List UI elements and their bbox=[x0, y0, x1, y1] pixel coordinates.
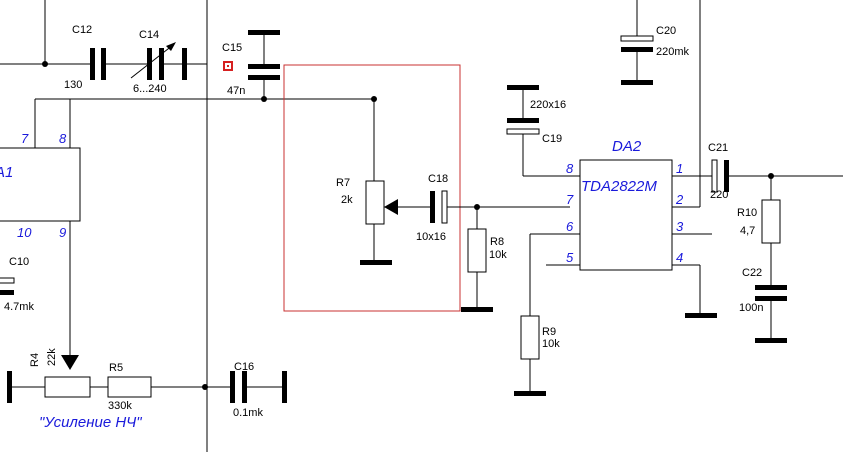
da1-pin-7: 7 bbox=[21, 131, 29, 146]
da2-pin-6: 6 bbox=[566, 219, 574, 234]
r7-value: 2k bbox=[341, 194, 353, 206]
da1-pin-10: 10 bbox=[17, 225, 32, 240]
c15-value: 47n bbox=[227, 85, 245, 97]
c12-ref: C12 bbox=[72, 24, 92, 36]
c18-ref: C18 bbox=[428, 173, 448, 185]
c10-ref: C10 bbox=[9, 256, 29, 268]
capacitor-c14: C14 6...240 bbox=[130, 29, 187, 95]
da2-pin-8: 8 bbox=[566, 161, 574, 176]
da1-pin-9: 9 bbox=[59, 225, 66, 240]
c22-ref: C22 bbox=[742, 267, 762, 279]
resistor-r8: R8 10k bbox=[461, 207, 507, 312]
c18-value: 10x16 bbox=[416, 231, 446, 243]
capacitor-c21: C21 220 bbox=[708, 142, 843, 201]
c19-value: 220x16 bbox=[530, 99, 566, 111]
capacitor-c10: C10 4.7mk bbox=[0, 256, 34, 313]
left-frame-wires bbox=[0, 0, 374, 452]
capacitor-c12: C12 130 bbox=[64, 24, 106, 91]
capacitor-c18: C18 10x16 bbox=[416, 173, 570, 243]
r4-ref: R4 bbox=[29, 353, 41, 367]
c12-value: 130 bbox=[64, 79, 82, 91]
right-wires bbox=[672, 0, 717, 318]
da1-name: A1 bbox=[0, 164, 13, 181]
capacitor-c22: C22 100n bbox=[739, 267, 787, 343]
caption: "Усиление НЧ" bbox=[39, 414, 142, 431]
da2-part: TDA2822M bbox=[581, 178, 657, 195]
da2-pin-4: 4 bbox=[676, 250, 683, 265]
highlight-box bbox=[283, 64, 461, 312]
c21-value: 220 bbox=[710, 189, 728, 201]
r8-ref: R8 bbox=[490, 236, 504, 248]
da2-pin-2: 2 bbox=[675, 192, 684, 207]
resistor-r4: R4 22k bbox=[7, 348, 91, 403]
r10-ref: R10 bbox=[737, 207, 757, 219]
c16-ref: C16 bbox=[234, 361, 254, 373]
r7-ref: R7 bbox=[336, 177, 350, 189]
chip-da1: A1 7 8 10 9 bbox=[0, 96, 377, 370]
r9-value: 10k bbox=[542, 338, 560, 350]
r9-ref: R9 bbox=[542, 326, 556, 338]
c22-value: 100n bbox=[739, 302, 763, 314]
r8-value: 10k bbox=[489, 249, 507, 261]
c20-value: 220mk bbox=[656, 46, 690, 58]
da2-name: DA2 bbox=[612, 138, 642, 155]
da2-pin-7: 7 bbox=[566, 192, 574, 207]
r4-value: 22k bbox=[46, 348, 58, 366]
c19-ref: C19 bbox=[542, 133, 562, 145]
r10-value: 4,7 bbox=[740, 225, 755, 237]
c16-value: 0.1mk bbox=[233, 407, 263, 419]
da2-pin-3: 3 bbox=[676, 219, 684, 234]
c10-value: 4.7mk bbox=[4, 301, 34, 313]
c14-value: 6...240 bbox=[133, 83, 167, 95]
c20-ref: C20 bbox=[656, 25, 676, 37]
resistor-r10: R10 4,7 bbox=[737, 176, 781, 285]
capacitor-c19: 220x16 C19 bbox=[506, 85, 580, 177]
chip-da2: DA2 TDA2822M 8 7 6 5 1 2 3 4 bbox=[566, 138, 684, 271]
capacitor-c15: C15 47n bbox=[222, 30, 280, 99]
c14-ref: C14 bbox=[139, 29, 159, 41]
resistor-r5: R5 330k bbox=[90, 362, 230, 412]
r5-ref: R5 bbox=[109, 362, 123, 374]
da2-pin-1: 1 bbox=[676, 161, 683, 176]
c21-ref: C21 bbox=[708, 142, 728, 154]
c15-ref: C15 bbox=[222, 42, 242, 54]
capacitor-c20: C20 220mk bbox=[620, 0, 690, 85]
resistor-r9: R9 10k bbox=[514, 233, 580, 396]
da1-pin-8: 8 bbox=[59, 131, 67, 146]
r5-value: 330k bbox=[108, 400, 132, 412]
marker-square bbox=[223, 61, 233, 71]
resistor-r7: R7 2k bbox=[336, 99, 430, 265]
da2-pin-5: 5 bbox=[566, 250, 574, 265]
capacitor-c16: C16 0.1mk bbox=[230, 361, 287, 419]
